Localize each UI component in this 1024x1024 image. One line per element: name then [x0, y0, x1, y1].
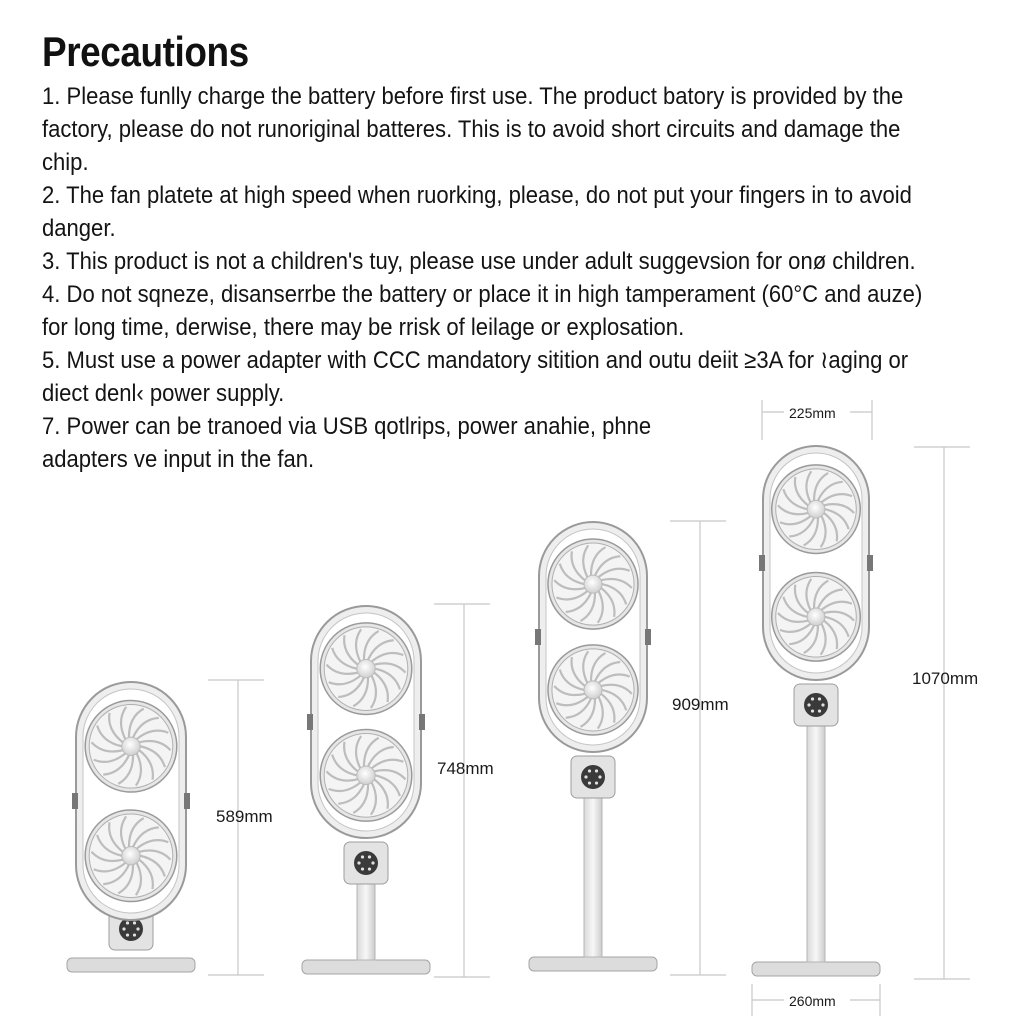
precaution-line: 4. Do not sqneze, disanserrbe the batter… [42, 281, 923, 308]
precaution-line: 5. Must use a power adapter with CCC man… [42, 347, 909, 374]
precaution-line: for long time, derwise, there may be rri… [42, 314, 685, 341]
fan-base [66, 957, 196, 973]
fan-pole [583, 793, 603, 958]
page-title: Precautions [42, 28, 249, 75]
height-label: 909mm [672, 695, 729, 714]
control-knob [119, 917, 143, 941]
height-dimension-1 [208, 679, 264, 976]
control-knob [354, 851, 378, 875]
fan-model-3 [528, 521, 658, 972]
precaution-line: chip. [42, 149, 89, 176]
fan-model-4 [751, 445, 881, 977]
height-label: 589mm [216, 807, 273, 826]
control-knob [581, 765, 605, 789]
precaution-line: adapters ve input in the fan. [42, 446, 315, 473]
fan-base [301, 959, 431, 975]
fan-base [528, 956, 658, 972]
top-width-label: 225mm [789, 405, 836, 421]
fan-model-2 [301, 605, 431, 975]
precaution-line: 2. The fan platete at high speed when ru… [42, 182, 912, 209]
height-dimension-2 [434, 603, 490, 978]
precaution-line: diect denl‹ power supply. [42, 380, 285, 407]
height-dimension-4 [914, 446, 970, 980]
precaution-line: 3. This product is not a children's tuy,… [42, 248, 916, 275]
base-width-dimension: 260mm [751, 984, 881, 1016]
precaution-line: factory, please do not runoriginal batte… [42, 116, 901, 143]
precaution-line: 1. Please funlly charge the battery befo… [42, 83, 904, 110]
height-label: 748mm [437, 759, 494, 778]
height-label: 1070mm [912, 669, 978, 688]
base-width-label: 260mm [789, 993, 836, 1009]
control-knob [804, 693, 828, 717]
fan-model-1 [66, 681, 196, 973]
top-width-dimension: 225mm [761, 400, 873, 440]
height-dimension-3 [670, 520, 726, 976]
fan-base [751, 961, 881, 977]
precaution-line: danger. [42, 215, 116, 242]
fan-pole [356, 879, 376, 961]
precaution-line: 7. Power can be tranoed via USB qotlrips… [42, 413, 652, 440]
fan-pole [806, 721, 826, 963]
